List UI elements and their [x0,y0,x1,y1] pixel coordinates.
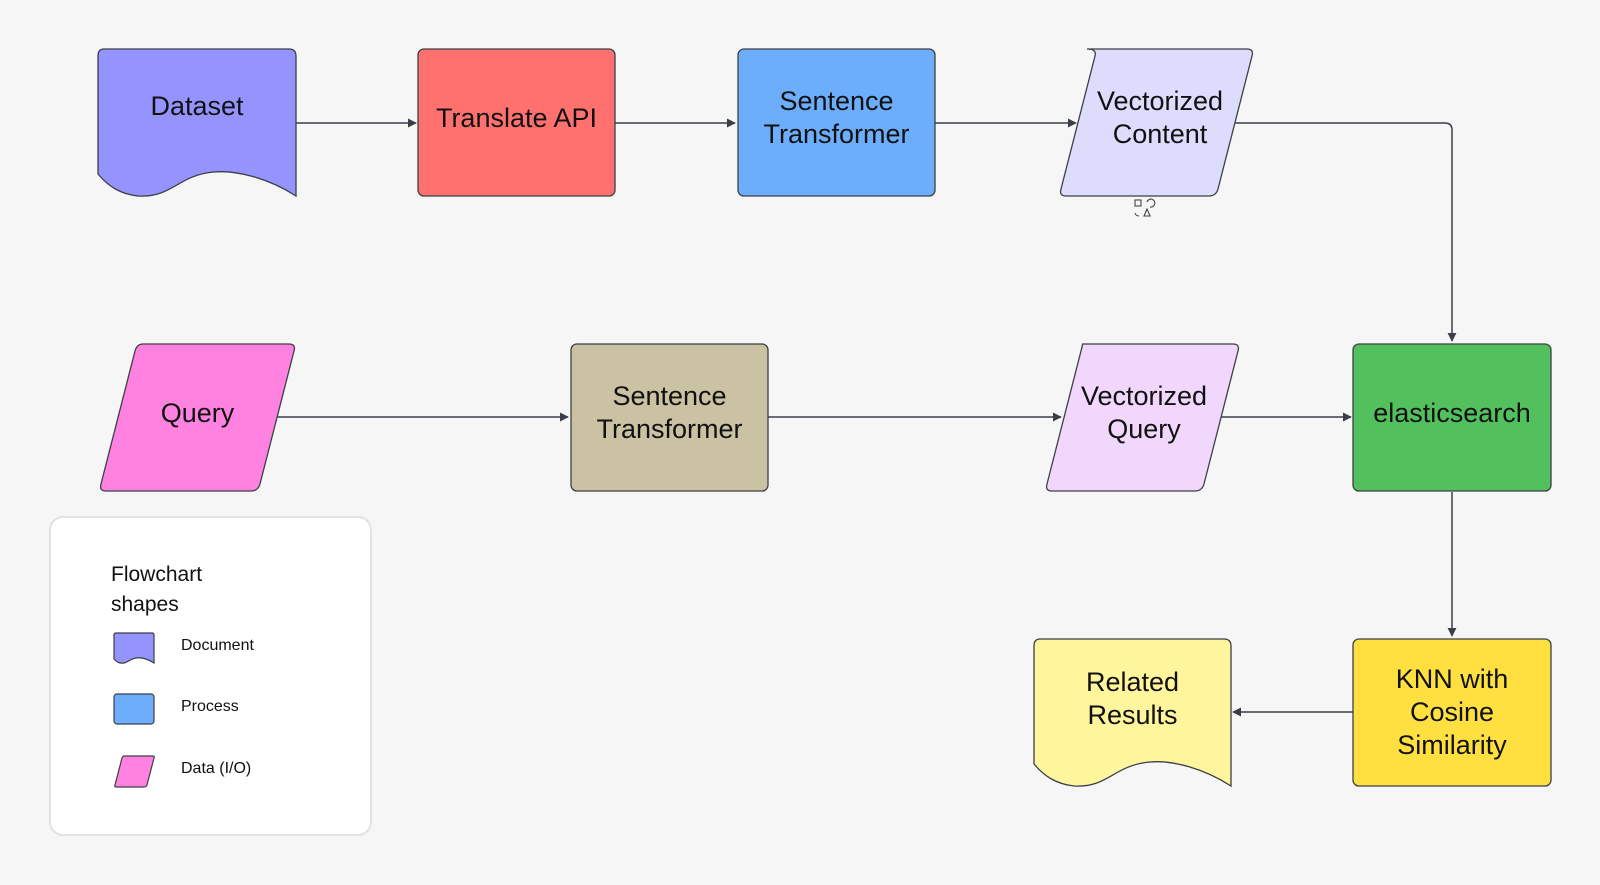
knn-process-shape[interactable] [1352,638,1552,787]
legend-process-label: Process [181,698,239,715]
vectorized-query-data-shape[interactable] [1045,343,1240,492]
vectorized-content-data-shape[interactable] [1059,48,1254,197]
legend-title: Flowchart shapes [111,563,203,616]
connector-vectorized-content-to-elasticsearch [1234,122,1457,342]
document-shape-icon [113,632,155,665]
shape-format-icon[interactable] [1134,198,1156,217]
sentence-transformer-1-process-shape[interactable] [737,48,936,197]
related-results-document-shape[interactable] [1033,638,1232,788]
legend-panel: Flowchart shapes Document Process Data (… [49,516,372,836]
data-io-shape-icon [114,755,155,788]
legend-data-io-label: Data (I/O) [181,760,252,777]
legend-document-label: Document [181,637,254,654]
connectors [275,118,1457,717]
dataset-document-shape[interactable] [97,48,297,198]
translate-api-process-shape[interactable] [417,48,616,197]
elasticsearch-process-shape[interactable] [1352,343,1552,492]
query-data-shape[interactable] [99,343,296,492]
process-shape-icon [113,693,155,725]
sentence-transformer-2-process-shape[interactable] [570,343,769,492]
